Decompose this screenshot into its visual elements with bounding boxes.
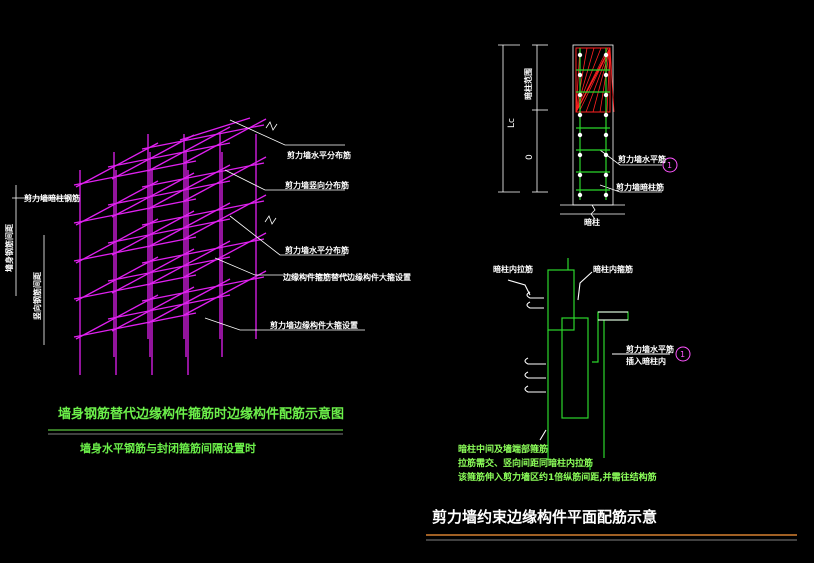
hatch-line — [575, 47, 611, 113]
rebar-tie — [75, 294, 159, 340]
hatch-line — [599, 47, 611, 113]
right-diagram-title: 剪力墙约束边缘构件平面配筋示意 — [432, 508, 657, 526]
rebar-horizontal — [73, 236, 197, 262]
rebar-tie — [111, 172, 195, 218]
callout-1-bottom: 1 — [680, 350, 685, 359]
rebar-dot — [577, 72, 583, 78]
rebar-tie — [111, 286, 195, 332]
left-diagram-title: 墙身钢筋替代边缘构件箍筋时边缘构件配筋示意图 — [58, 406, 344, 422]
rebar-dot — [577, 112, 583, 118]
label-vertical-bar: 剪力墙竖向分布筋 — [285, 180, 349, 190]
rebar-horizontal — [107, 142, 231, 168]
rebar-tie — [75, 256, 159, 302]
rebar-horizontal — [141, 238, 265, 264]
rebar-tie — [183, 270, 267, 316]
rebar-horizontal — [141, 276, 265, 302]
dim-lc: Lc — [507, 118, 517, 128]
rebar-tie — [183, 194, 267, 240]
rebar-horizontal — [73, 160, 197, 186]
rebar-dot — [577, 152, 583, 158]
rebar-horizontal — [141, 124, 265, 150]
rebar-dot — [577, 92, 583, 98]
hatch-line — [575, 47, 581, 113]
hatch-line — [575, 47, 595, 113]
rebar-dot — [603, 92, 609, 98]
rebar-horizontal — [107, 218, 231, 244]
left-diagram-subtitle: 墙身水平钢筋与封闭箍筋间隔设置时 — [80, 441, 256, 455]
label-column-stirrup: 暗柱内箍筋 — [593, 264, 633, 274]
hatch-line — [578, 47, 611, 113]
rebar-tie — [111, 248, 195, 294]
rebar-dot — [603, 72, 609, 78]
rebar-dot — [603, 52, 609, 58]
rebar-horizontal — [73, 312, 197, 338]
note-line-2: 拉筋需交、竖向间距同暗柱内拉筋 — [458, 457, 593, 469]
elevation-range-label: 暗柱范围 — [523, 68, 533, 100]
label-wall-horizontal-2: 插入暗柱内 — [626, 356, 666, 366]
label-column-tie: 暗柱内拉筋 — [493, 264, 533, 274]
label-horizontal-bar: 剪力墙水平分布筋 — [285, 245, 349, 255]
label-closed-stirrup: 剪力墙边缘构件大箍设置 — [270, 320, 358, 330]
rebar-horizontal — [107, 294, 231, 320]
rebar-dot — [577, 52, 583, 58]
label-vertical-bar-spacing: 竖向钢筋间距 — [32, 272, 42, 320]
hatch-line — [606, 47, 611, 113]
hatch-line — [592, 47, 611, 113]
rebar-tie — [183, 232, 267, 278]
rebar-cage-3d — [73, 117, 267, 375]
left-leader-lines — [12, 119, 365, 345]
dim-o: 0 — [525, 154, 535, 160]
rebar-horizontal — [107, 180, 231, 206]
rebar-top-bar — [179, 117, 251, 141]
rebar-horizontal — [107, 256, 231, 282]
rebar-dot — [577, 172, 583, 178]
hatch-line — [609, 47, 615, 113]
label-top-horizontal-bar: 剪力墙水平分布筋 — [287, 150, 351, 160]
rebar-tie — [183, 118, 267, 164]
rebar-dot — [603, 152, 609, 158]
rebar-dot — [603, 112, 609, 118]
rebar-tie — [75, 218, 159, 264]
rebar-tie — [75, 180, 159, 226]
label-column-bar-elev: 剪力墙暗柱筋 — [616, 182, 664, 192]
label-wall-bar-spacing: 墙身钢筋间距 — [4, 224, 14, 272]
rebar-tie — [147, 126, 231, 172]
rebar-tie — [111, 210, 195, 256]
rebar-dot — [603, 132, 609, 138]
column-elevation — [498, 44, 678, 220]
label-stirrup-alt: 边缘构件箍筋替代边缘构件大箍设置 — [282, 272, 411, 282]
rebar-tie — [147, 278, 231, 324]
rebar-tie — [147, 164, 231, 210]
rebar-tie — [147, 202, 231, 248]
rebar-dot — [577, 132, 583, 138]
rebar-dot — [603, 172, 609, 178]
hatch-line — [575, 47, 588, 113]
note-line-1: 暗柱中间及墙端部箍筋 — [458, 443, 548, 455]
rebar-horizontal — [141, 200, 265, 226]
note-line-3: 该箍筋伸入剪力墙区约1倍纵筋间距,并需往结构筋 — [458, 471, 657, 483]
rebar-tie — [111, 134, 195, 180]
rebar-horizontal — [73, 198, 197, 224]
label-wall-horizontal-1: 剪力墙水平筋 — [626, 344, 674, 354]
plan-rebar-detail — [507, 258, 691, 470]
label-column-bar: 剪力墙暗柱钢筋 — [24, 193, 80, 203]
rebar-dot — [603, 192, 609, 198]
rebar-tie — [147, 240, 231, 286]
rebar-tie — [75, 142, 159, 188]
callout-1-top: 1 — [667, 161, 672, 170]
rebar-tie — [183, 156, 267, 202]
rebar-dot — [577, 192, 583, 198]
label-column-bottom: 暗柱 — [584, 217, 600, 227]
rebar-horizontal — [73, 274, 197, 300]
rebar-horizontal — [141, 162, 265, 188]
label-wall-horizontal-bar: 剪力墙水平筋 — [618, 154, 666, 164]
